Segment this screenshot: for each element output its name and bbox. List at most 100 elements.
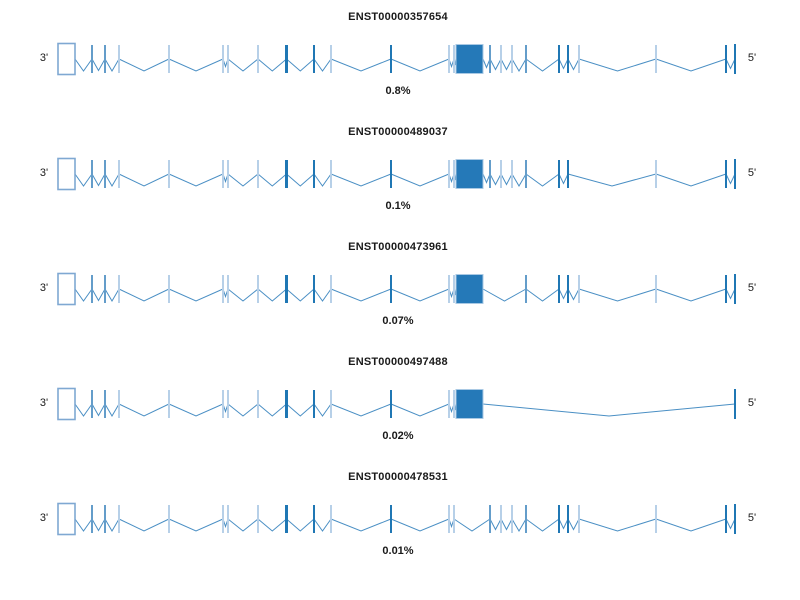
exon-tick [313,160,315,188]
exon-tick [453,505,455,533]
exon-tick [222,390,224,418]
terminal-exon-box [57,502,76,536]
strand-label-5prime: 5' [747,397,757,409]
exon-tick [725,505,727,533]
exon-tick [104,275,106,303]
transcript-id: ENST00000497488 [348,356,448,368]
exon-tick [511,45,513,73]
strand-label-3prime: 3' [39,52,49,64]
exon-tick [578,275,580,303]
terminal-exon-box [57,42,76,76]
exon-tick [558,275,560,303]
strand-label-3prime: 3' [39,282,49,294]
exon-tick [222,45,224,73]
strand-label-5prime: 5' [747,282,757,294]
exon-tick [725,45,727,73]
exon-tick [453,45,455,73]
exon-tick [313,275,315,303]
exon-tick [257,390,259,418]
usage-percentage: 0.02% [382,430,414,442]
exon-intron-diagram [57,42,736,76]
exon-tick [448,275,450,303]
exon-tick [655,275,657,303]
exon-intron-diagram [57,272,736,306]
exon-tick [500,160,502,188]
strand-label-3prime: 3' [39,512,49,524]
exon-tick [118,45,120,73]
exon-tick [734,504,736,534]
exon-tick [448,505,450,533]
exon-tick [168,505,170,533]
exon-tick [222,275,224,303]
exon-tick [257,505,259,533]
exon-tick [285,390,288,418]
usage-percentage: 0.1% [385,200,411,212]
exon-tick [104,160,106,188]
exon-tick [330,505,332,533]
strand-label-5prime: 5' [747,52,757,64]
intron-lines [74,173,736,187]
intron-lines [74,518,736,532]
exon-tick [227,275,229,303]
exon-tick [725,275,727,303]
usage-percentage: 0.01% [382,545,414,557]
exon-tick [168,390,170,418]
exon-tick [525,45,527,73]
exon-tick [91,160,93,188]
exon-tick [453,275,455,303]
exon-intron-diagram [57,387,736,421]
exon-tick [168,45,170,73]
exon-tick [330,275,332,303]
strand-label-5prime: 5' [747,512,757,524]
transcript-track: ENST00000489037 3' 5' 0.1% [0,115,800,230]
terminal-exon-box [57,272,76,306]
exon-intron-diagram [57,157,736,191]
exon-tick [222,505,224,533]
large-exon [455,159,484,189]
exon-tick [525,275,527,303]
exon-tick [567,505,569,533]
exon-tick [285,160,288,188]
exon-tick [222,160,224,188]
exon-tick [285,505,288,533]
exon-tick [500,45,502,73]
exon-tick [500,505,502,533]
exon-tick [390,390,392,418]
exon-tick [578,45,580,73]
exon-tick [257,275,259,303]
exon-tick [558,505,560,533]
exon-tick [448,390,450,418]
exon-tick [734,159,736,189]
exon-tick [104,45,106,73]
usage-percentage: 0.8% [385,85,411,97]
exon-tick [168,160,170,188]
large-exon [455,274,484,304]
exon-tick [227,505,229,533]
transcript-track: ENST00000497488 3' 5' 0.02% [0,345,800,460]
exon-tick [489,45,491,73]
exon-tick [489,505,491,533]
exon-tick [567,160,569,188]
exon-tick [578,505,580,533]
exon-tick [104,505,106,533]
transcript-id: ENST00000357654 [348,11,448,23]
transcript-track: ENST00000357654 3' 5' 0.8% [0,0,800,115]
exon-tick [330,45,332,73]
transcript-track: ENST00000478531 3' 5' 0.01% [0,460,800,575]
exon-tick [567,45,569,73]
exon-tick [313,390,315,418]
exon-tick [558,45,560,73]
exon-tick [734,389,736,419]
strand-label-3prime: 3' [39,167,49,179]
exon-tick [448,160,450,188]
transcript-id: ENST00000473961 [348,241,448,253]
exon-tick [313,505,315,533]
exon-tick [91,505,93,533]
exon-tick [330,390,332,418]
large-exon [455,389,484,419]
exon-tick [734,44,736,74]
exon-tick [118,275,120,303]
exon-tick [525,505,527,533]
exon-tick [118,390,120,418]
exon-tick [118,160,120,188]
